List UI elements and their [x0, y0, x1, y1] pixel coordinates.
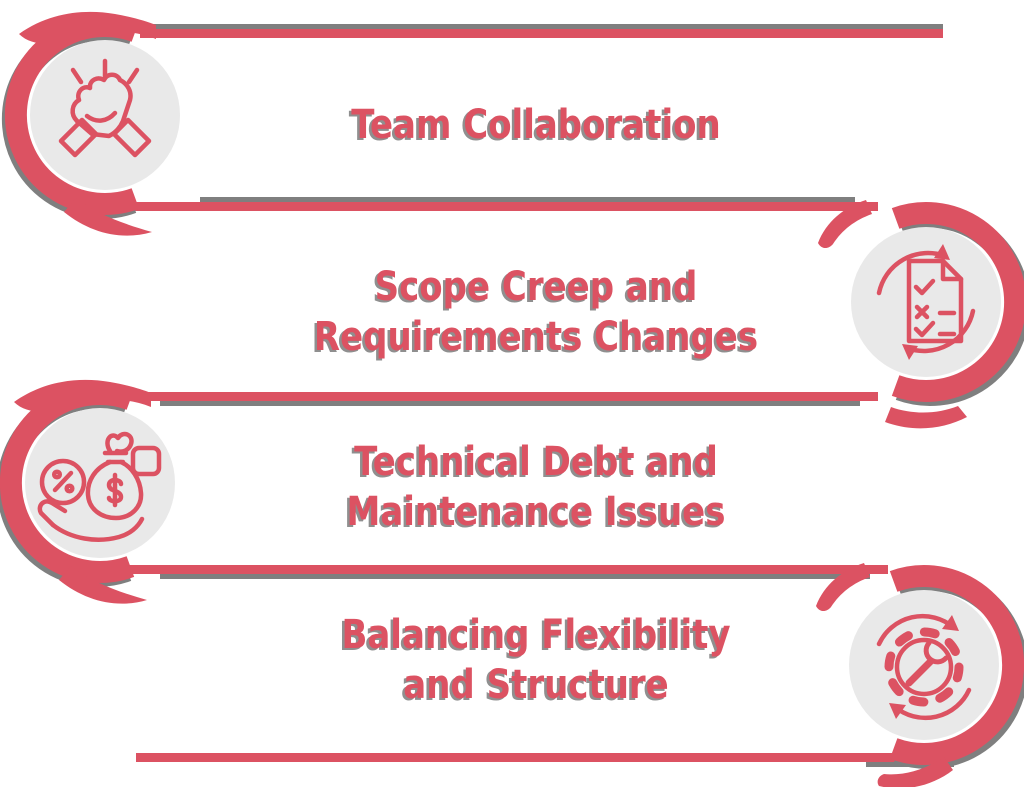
connector-line-2: [88, 197, 878, 211]
circle-unit-3: [0, 379, 175, 604]
circle-unit-1: [1, 11, 180, 236]
ring-swoosh-bottom: [877, 757, 953, 787]
circle-unit-2: [818, 200, 1024, 429]
ring-arc: [889, 565, 1024, 765]
icon-disc: [25, 408, 175, 558]
row3-title: Technical Debt and Maintenance Issues: [210, 437, 863, 537]
connector-line-1: [100, 24, 943, 38]
fist-bump-icon: [58, 58, 152, 158]
row3-title-line1: Technical Debt and: [354, 439, 718, 485]
ring-swoosh-top: [818, 200, 872, 249]
ring-swoosh-bottom: [64, 198, 152, 236]
row2-title: Scope Creep and Requirements Changes: [210, 262, 863, 362]
ring-swoosh-top: [14, 379, 151, 412]
connector-line-3: [118, 392, 878, 406]
ring-swoosh-bottom: [59, 566, 147, 604]
row4-title: Balancing Flexibility and Structure: [210, 610, 863, 710]
row4-title-line2: and Structure: [403, 662, 669, 708]
icon-disc: [30, 40, 180, 190]
row4-title-line1: Balancing Flexibility: [341, 612, 731, 658]
row2-title-line1: Scope Creep and: [374, 264, 698, 310]
ring-swoosh-top: [816, 563, 870, 612]
icon-disc: [851, 227, 1001, 377]
connector-line-5: [136, 753, 954, 767]
row2-title-line2: Requirements Changes: [313, 314, 759, 360]
document-refresh-icon: [876, 244, 976, 360]
money-bag-hand-icon: [37, 431, 162, 542]
circle-unit-4: [816, 563, 1024, 787]
ring-arc: [891, 202, 1024, 402]
ring-swoosh-bottom: [885, 406, 967, 429]
connector-line-4: [118, 565, 888, 579]
row1-title: Team Collaboration: [210, 100, 863, 150]
ring-swoosh-top: [19, 11, 156, 44]
row1-title-line1: Team Collaboration: [351, 102, 721, 148]
gear-wrench-refresh-icon: [876, 613, 972, 721]
row3-title-line2: Maintenance Issues: [346, 489, 726, 535]
